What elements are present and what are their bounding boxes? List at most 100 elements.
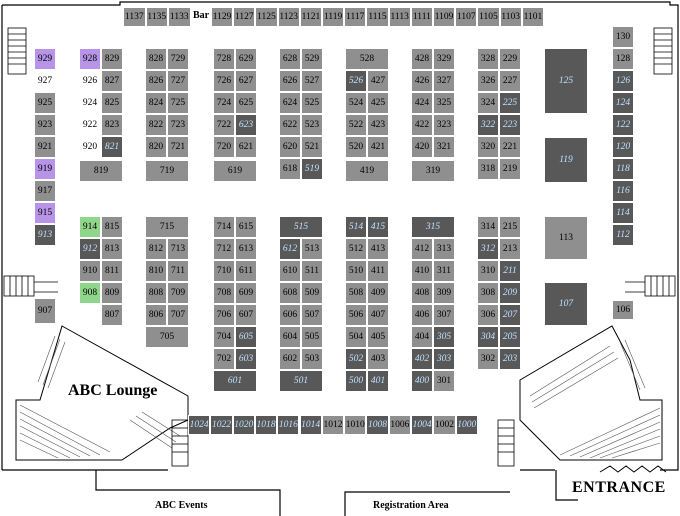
booth-405[interactable]: 405 xyxy=(367,326,389,348)
booth-722[interactable]: 722 xyxy=(213,114,235,136)
booth-712[interactable]: 712 xyxy=(213,238,235,260)
booth-302[interactable]: 302 xyxy=(477,348,499,370)
booth-611[interactable]: 611 xyxy=(235,260,257,282)
booth-521[interactable]: 521 xyxy=(301,136,323,158)
booth-211[interactable]: 211 xyxy=(499,260,521,282)
booth-219[interactable]: 219 xyxy=(499,158,521,180)
booth-125[interactable]: 125 xyxy=(544,48,588,114)
booth-1121[interactable]: 1121 xyxy=(299,7,322,27)
booth-308[interactable]: 308 xyxy=(477,282,499,304)
booth-329[interactable]: 329 xyxy=(433,48,455,70)
booth-305[interactable]: 305 xyxy=(433,326,455,348)
booth-422[interactable]: 422 xyxy=(411,114,433,136)
booth-313[interactable]: 313 xyxy=(433,238,455,260)
booth-326[interactable]: 326 xyxy=(477,70,499,92)
booth-726[interactable]: 726 xyxy=(213,70,235,92)
booth-229[interactable]: 229 xyxy=(499,48,521,70)
booth-223[interactable]: 223 xyxy=(499,114,521,136)
booth-1010[interactable]: 1010 xyxy=(344,415,367,435)
booth-1006[interactable]: 1006 xyxy=(388,415,411,435)
booth-227[interactable]: 227 xyxy=(499,70,521,92)
booth-715[interactable]: 715 xyxy=(145,216,189,238)
booth-622[interactable]: 622 xyxy=(279,114,301,136)
booth-1002[interactable]: 1002 xyxy=(433,415,456,435)
booth-908[interactable]: 908 xyxy=(79,282,101,304)
booth-917[interactable]: 917 xyxy=(34,180,56,202)
booth-813[interactable]: 813 xyxy=(101,238,123,260)
booth-1127[interactable]: 1127 xyxy=(233,7,256,27)
booth-106[interactable]: 106 xyxy=(612,300,634,320)
booth-514[interactable]: 514 xyxy=(345,216,367,238)
booth-311[interactable]: 311 xyxy=(433,260,455,282)
booth-720[interactable]: 720 xyxy=(213,136,235,158)
booth-221[interactable]: 221 xyxy=(499,136,521,158)
booth-1113[interactable]: 1113 xyxy=(388,7,411,27)
booth-1123[interactable]: 1123 xyxy=(277,7,300,27)
booth-702[interactable]: 702 xyxy=(213,348,235,370)
booth-510[interactable]: 510 xyxy=(345,260,367,282)
booth-709[interactable]: 709 xyxy=(167,282,189,304)
booth-919[interactable]: 919 xyxy=(34,158,56,180)
booth-112[interactable]: 112 xyxy=(612,224,634,246)
booth-122[interactable]: 122 xyxy=(612,114,634,136)
booth-513[interactable]: 513 xyxy=(301,238,323,260)
booth-307[interactable]: 307 xyxy=(433,304,455,326)
booth-928[interactable]: 928 xyxy=(79,48,101,70)
booth-710[interactable]: 710 xyxy=(213,260,235,282)
booth-1135[interactable]: 1135 xyxy=(145,7,168,27)
booth-411[interactable]: 411 xyxy=(367,260,389,282)
booth-806[interactable]: 806 xyxy=(145,304,167,326)
booth-825[interactable]: 825 xyxy=(101,92,123,114)
booth-407[interactable]: 407 xyxy=(367,304,389,326)
booth-327[interactable]: 327 xyxy=(433,70,455,92)
booth-819[interactable]: 819 xyxy=(79,160,123,182)
booth-419[interactable]: 419 xyxy=(345,160,389,182)
booth-605[interactable]: 605 xyxy=(235,326,257,348)
booth-413[interactable]: 413 xyxy=(367,238,389,260)
booth-1119[interactable]: 1119 xyxy=(322,7,345,27)
booth-322[interactable]: 322 xyxy=(477,114,499,136)
booth-603[interactable]: 603 xyxy=(235,348,257,370)
booth-607[interactable]: 607 xyxy=(235,304,257,326)
booth-1109[interactable]: 1109 xyxy=(433,7,456,27)
booth-609[interactable]: 609 xyxy=(235,282,257,304)
booth-409[interactable]: 409 xyxy=(367,282,389,304)
booth-1000[interactable]: 1000 xyxy=(455,415,478,435)
booth-924[interactable]: 924 xyxy=(79,92,101,114)
booth-225[interactable]: 225 xyxy=(499,92,521,114)
booth-914[interactable]: 914 xyxy=(79,216,101,238)
booth-527[interactable]: 527 xyxy=(301,70,323,92)
booth-807[interactable]: 807 xyxy=(101,304,123,326)
booth-526[interactable]: 526 xyxy=(345,70,367,92)
booth-719[interactable]: 719 xyxy=(145,160,189,182)
booth-1008[interactable]: 1008 xyxy=(366,415,389,435)
booth-923[interactable]: 923 xyxy=(34,114,56,136)
booth-524[interactable]: 524 xyxy=(345,92,367,114)
booth-823[interactable]: 823 xyxy=(101,114,123,136)
booth-708[interactable]: 708 xyxy=(213,282,235,304)
booth-620[interactable]: 620 xyxy=(279,136,301,158)
booth-116[interactable]: 116 xyxy=(612,180,634,202)
booth-529[interactable]: 529 xyxy=(301,48,323,70)
booth-707[interactable]: 707 xyxy=(167,304,189,326)
booth-1103[interactable]: 1103 xyxy=(499,7,522,27)
booth-725[interactable]: 725 xyxy=(167,92,189,114)
booth-907[interactable]: 907 xyxy=(34,298,56,324)
booth-126[interactable]: 126 xyxy=(612,70,634,92)
booth-1024[interactable]: 1024 xyxy=(188,415,211,435)
booth-921[interactable]: 921 xyxy=(34,136,56,158)
booth-910[interactable]: 910 xyxy=(79,260,101,282)
booth-713[interactable]: 713 xyxy=(167,238,189,260)
booth-428[interactable]: 428 xyxy=(411,48,433,70)
booth-626[interactable]: 626 xyxy=(279,70,301,92)
booth-618[interactable]: 618 xyxy=(279,158,301,180)
booth-400[interactable]: 400 xyxy=(411,370,433,392)
booth-421[interactable]: 421 xyxy=(367,136,389,158)
booth-203[interactable]: 203 xyxy=(499,348,521,370)
booth-811[interactable]: 811 xyxy=(101,260,123,282)
booth-503[interactable]: 503 xyxy=(301,348,323,370)
booth-301[interactable]: 301 xyxy=(433,370,455,392)
booth-1125[interactable]: 1125 xyxy=(255,7,278,27)
booth-320[interactable]: 320 xyxy=(477,136,499,158)
booth-508[interactable]: 508 xyxy=(345,282,367,304)
